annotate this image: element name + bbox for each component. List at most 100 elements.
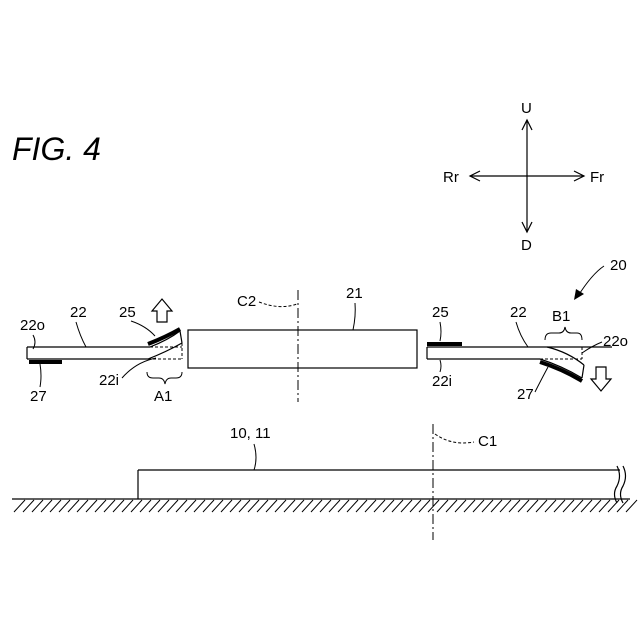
right-plate [427,344,612,381]
dir-rear-label: Rr [443,169,459,186]
hatch-line [59,500,70,512]
region-b-brace [545,327,582,340]
hatch-line [194,500,205,512]
hatch-line [149,500,160,512]
hatch-line [122,500,133,512]
figure-title: FIG. 4 [12,131,101,167]
dir-down-label: D [521,237,532,254]
up-hollow-arrow-icon [152,299,172,322]
hatch-line [113,500,124,512]
hatch-line [347,500,358,512]
dir-front-label: Fr [590,169,604,186]
left-top-strip-label: 25 [119,304,136,321]
hatch-line [473,500,484,512]
hatch-line [446,500,457,512]
hatch-line [599,500,610,512]
hatch-line [77,500,88,512]
left-top-strip-leader [131,321,155,336]
left-outer-label: 22o [20,317,45,334]
hatch-line [302,500,313,512]
dir-up-label: U [521,100,532,117]
hatch-line [32,500,43,512]
center-part [188,330,417,368]
hatch-line [176,500,187,512]
hatch-line [257,500,268,512]
left-plate-leader [76,322,86,347]
hatch-line [509,500,520,512]
hatch-line [266,500,277,512]
hatch-line [293,500,304,512]
hatch-line [86,500,97,512]
axis-c1-label: C1 [478,433,497,450]
hatch-line [500,500,511,512]
right-bottom-strip-leader [535,367,548,392]
hatch-line [518,500,529,512]
right-top-strip-leader [440,322,441,341]
base-label: 10, 11 [230,425,271,442]
hatch-line [203,500,214,512]
left-top-strip [148,329,180,344]
hatch-line [536,500,547,512]
hatch-line [185,500,196,512]
hatch-line [581,500,592,512]
hatch-line [23,500,34,512]
hatch-line [50,500,61,512]
hatch-line [392,500,403,512]
hatch-line [95,500,106,512]
hatch-line [554,500,565,512]
right-plate-leader [516,322,528,347]
assembly-label: 20 [610,257,627,274]
right-top-strip-label: 25 [432,304,449,321]
region-b-label: B1 [552,308,570,325]
region-a-label: A1 [154,388,172,405]
left-inner-leader [122,358,156,378]
hatch-line [338,500,349,512]
hatch-line [482,500,493,512]
hatch-line [383,500,394,512]
hatch-line [221,500,232,512]
hatch-line [437,500,448,512]
hatch-line [230,500,241,512]
direction-compass: U D Rr Fr [443,100,604,254]
hatch-line [248,500,259,512]
hatch-line [68,500,79,512]
right-plate-label: 22 [510,304,527,321]
hatch-line [626,500,637,512]
hatch-line [608,500,619,512]
right-bottom-strip-label: 27 [517,386,534,403]
axis-c1-leader [435,434,474,443]
hatch-line [41,500,52,512]
hatch-line [212,500,223,512]
hatch-line [491,500,502,512]
hatch-line [275,500,286,512]
right-outer-label: 22o [603,333,628,350]
base-plate [138,466,626,503]
down-hollow-arrow-icon [591,367,611,391]
hatch-line [104,500,115,512]
hatch-line [464,500,475,512]
hatch-line [284,500,295,512]
hatch-line [419,500,430,512]
axis-c2-label: C2 [237,293,256,310]
base-leader [254,444,256,470]
center-part-leader [353,303,355,330]
left-bottom-strip-label: 27 [30,388,47,405]
left-bottom-strip-leader [40,364,41,387]
hatch-line [527,500,538,512]
hatch-line [320,500,331,512]
hatch-line [167,500,178,512]
left-plate [27,329,182,362]
hatch-line [455,500,466,512]
hatch-line [329,500,340,512]
right-inner-leader [440,360,441,372]
hatch-line [140,500,151,512]
hatch-line [545,500,556,512]
hatch-line [239,500,250,512]
hatch-line [410,500,421,512]
assembly-arrow-icon [574,289,584,300]
hatch-line [356,500,367,512]
hatch-line [374,500,385,512]
axis-c2-leader [259,302,297,307]
center-part-label: 21 [346,285,363,302]
